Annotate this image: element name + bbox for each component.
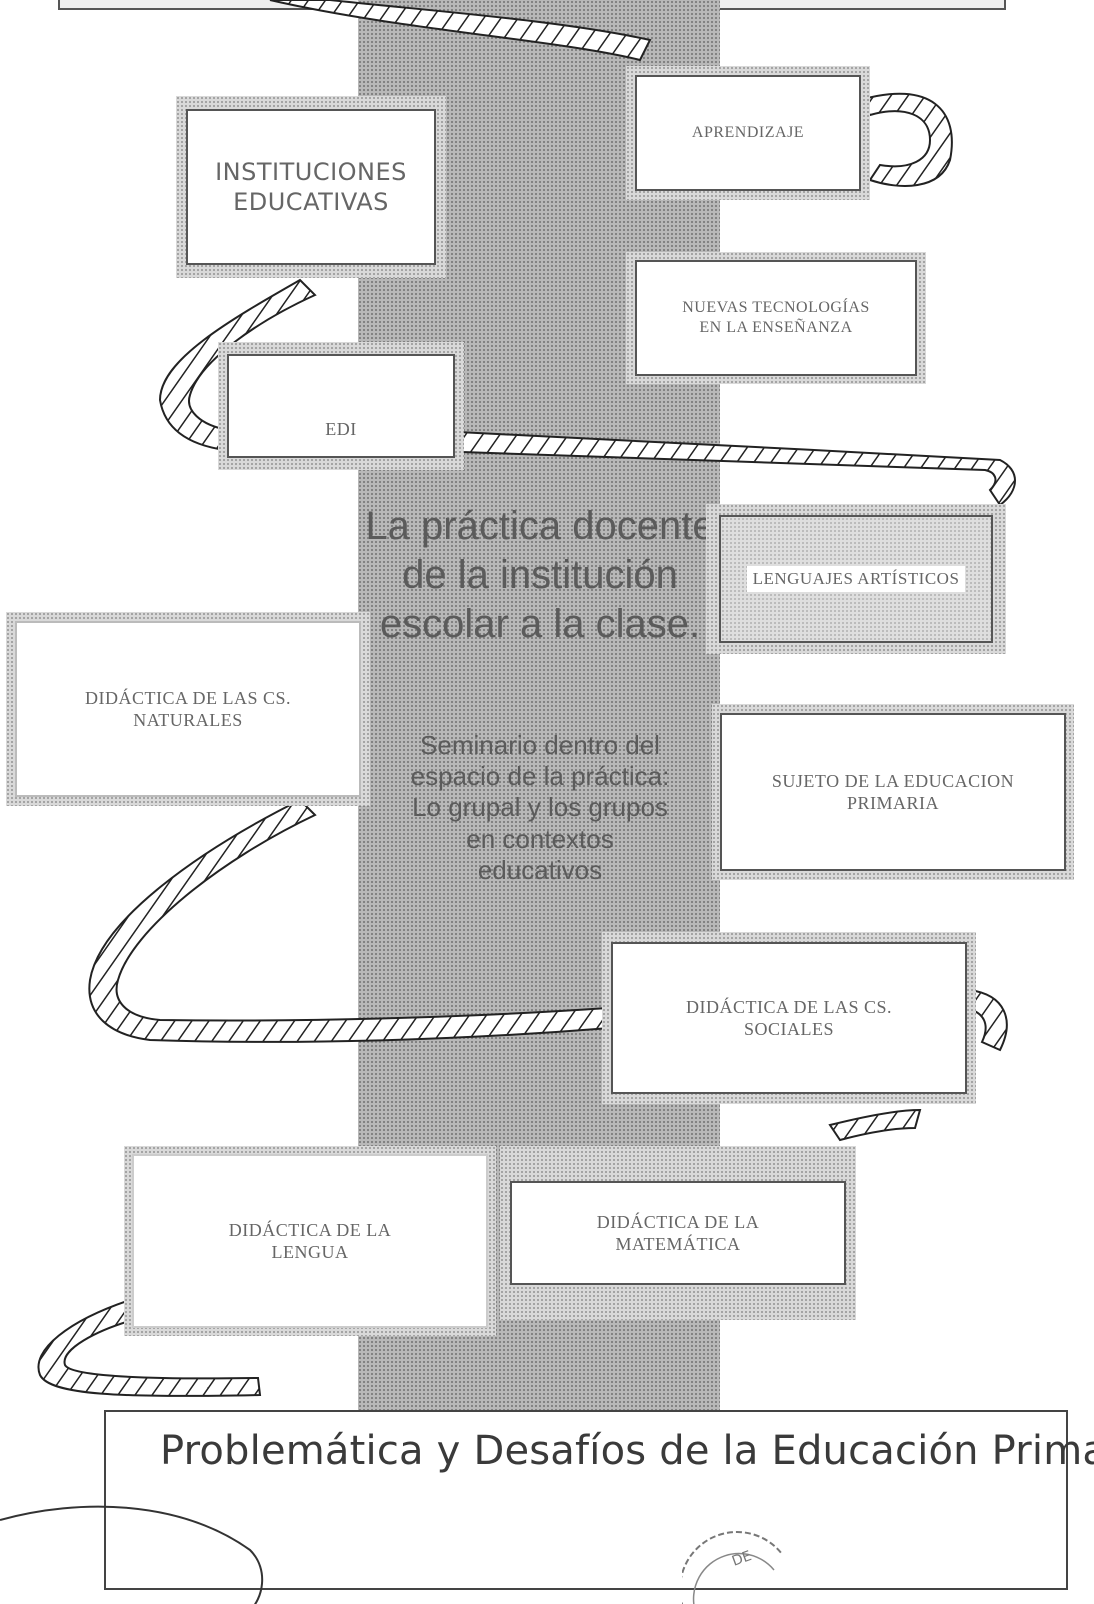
footer-title: Problemática y Desafíos de la Educación … xyxy=(160,1428,1094,1474)
ribbon-segment xyxy=(858,92,953,187)
node-sujeto-educacion: SUJETO DE LA EDUCACION PRIMARIA xyxy=(712,704,1074,880)
stamp-text: DE xyxy=(730,1548,754,1570)
node-didactica-lengua: DIDÁCTICA DE LA LENGUA xyxy=(124,1146,496,1336)
node-aprendizaje: APRENDIZAJE xyxy=(626,66,870,200)
node-lenguajes-label: LENGUAJES ARTÍSTICOS xyxy=(746,566,966,592)
node-edi: EDI xyxy=(218,342,464,470)
node-didactica-naturales: DIDÁCTICA DE LAS CS. NATURALES xyxy=(6,612,370,806)
node-sociales-label: DIDÁCTICA DE LAS CS. SOCIALES xyxy=(679,993,898,1043)
node-naturales-label: DIDÁCTICA DE LAS CS. NATURALES xyxy=(78,684,297,734)
footer-frame xyxy=(104,1410,1068,1590)
ribbon-segment xyxy=(828,1108,922,1142)
center-subtitle: Seminario dentro del espacio de la práct… xyxy=(410,730,670,885)
node-lengua-label: DIDÁCTICA DE LA LENGUA xyxy=(222,1216,398,1266)
node-sujeto-label: SUJETO DE LA EDUCACION PRIMARIA xyxy=(765,767,1021,817)
node-nuevas-tecnologias: NUEVAS TECNOLOGÍAS EN LA ENSEÑANZA xyxy=(626,252,926,384)
node-lenguajes-artisticos: LENGUAJES ARTÍSTICOS xyxy=(706,504,1006,654)
institution-stamp: DE xyxy=(682,1531,783,1604)
node-aprendizaje-label: APRENDIZAJE xyxy=(685,121,811,145)
node-instituciones-educativas: INSTITUCIONES EDUCATIVAS xyxy=(176,96,446,278)
node-matematica-label: DIDÁCTICA DE LA MATEMÁTICA xyxy=(590,1208,766,1258)
node-didactica-sociales: DIDÁCTICA DE LAS CS. SOCIALES xyxy=(602,932,976,1104)
node-nuevas-tecnologias-label: NUEVAS TECNOLOGÍAS EN LA ENSEÑANZA xyxy=(676,296,876,340)
center-title: La práctica docente de la institución es… xyxy=(365,504,715,646)
node-edi-label: EDI xyxy=(319,415,363,442)
node-didactica-matematica: DIDÁCTICA DE LA MATEMÁTICA xyxy=(500,1146,856,1320)
node-instituciones-label: INSTITUCIONES EDUCATIVAS xyxy=(209,155,413,219)
signature-stroke xyxy=(0,1505,264,1604)
